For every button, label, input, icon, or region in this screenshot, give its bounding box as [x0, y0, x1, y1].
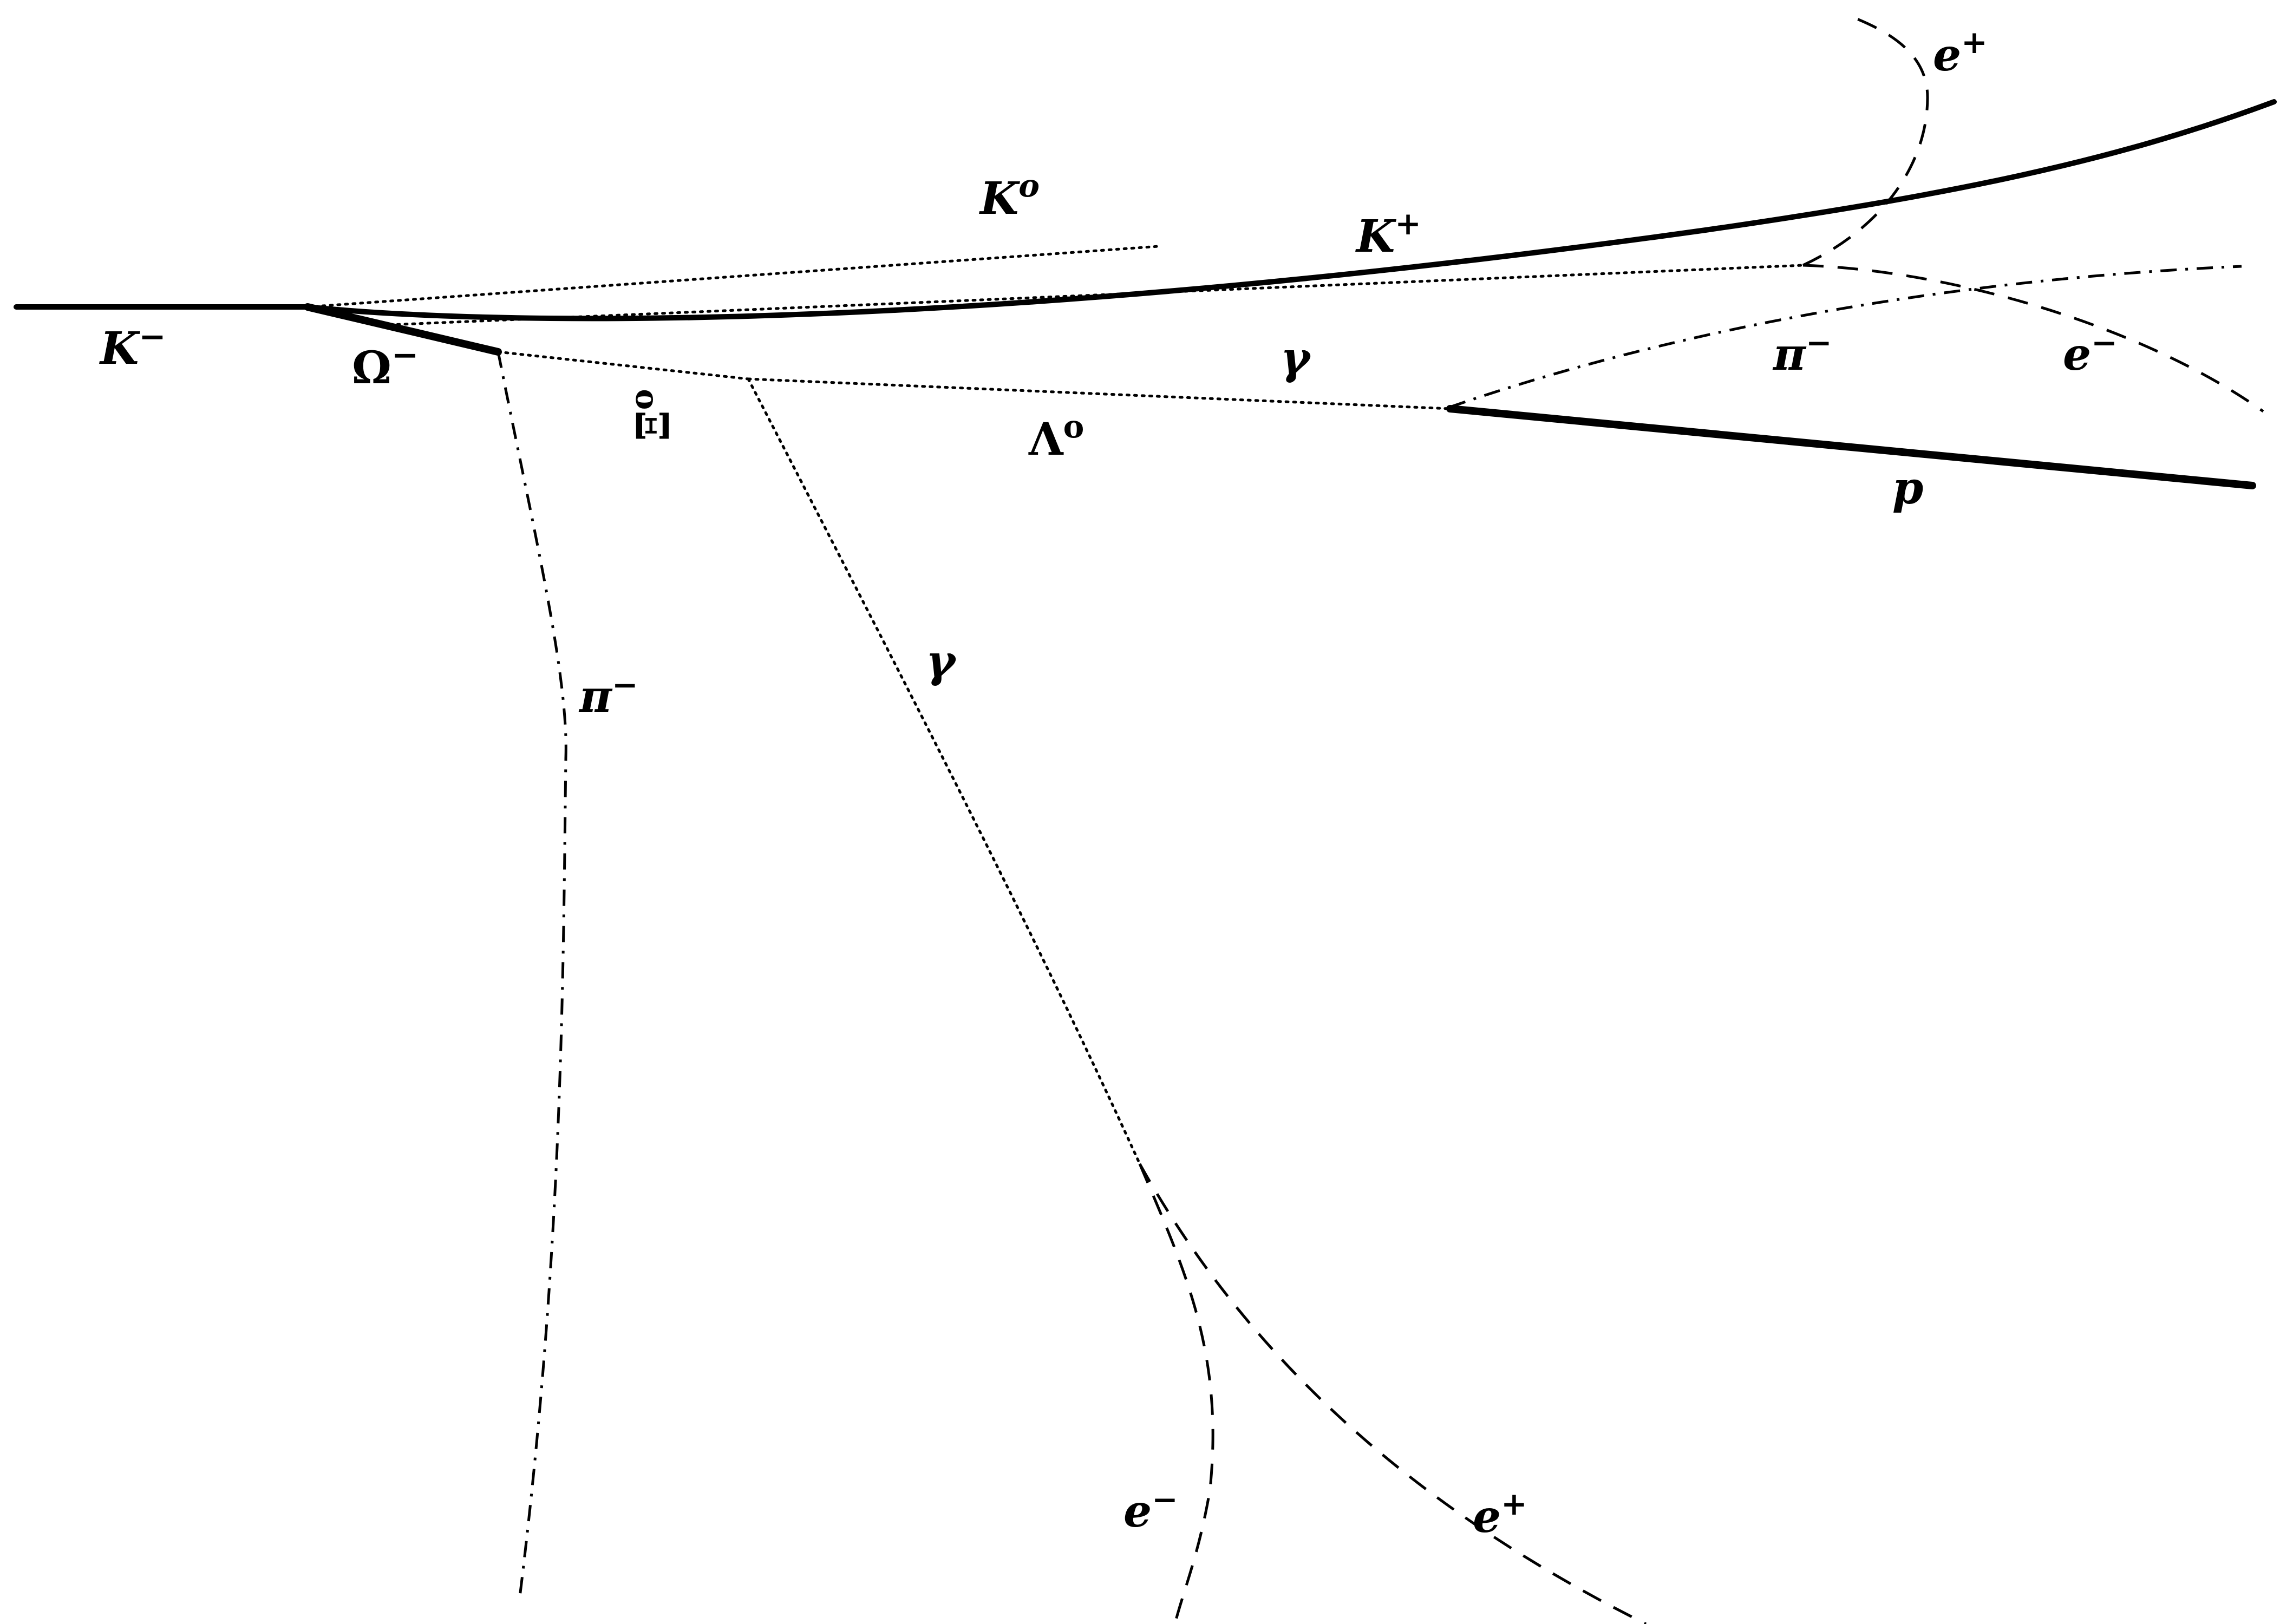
e-minus-right-track	[1802, 264, 2264, 413]
label-omega-minus: Ω−	[352, 336, 419, 394]
label-pi-minus-right: π−	[1772, 324, 1832, 381]
label-gamma-upper: γ	[1281, 332, 1312, 384]
e-plus-top-track	[1802, 17, 1929, 267]
pi-minus-lower-track	[497, 351, 567, 1597]
label-e-minus-right: e−	[2063, 324, 2118, 381]
label-e-plus-bottom: e+	[1473, 1485, 1527, 1543]
label-k-plus: K+	[1355, 205, 1421, 263]
e-minus-bottom-track	[1138, 1163, 1214, 1624]
omega-minus-track	[304, 303, 502, 356]
label-proton: p	[1892, 462, 1923, 514]
lambda-zero-track	[747, 377, 1452, 410]
label-k-minus: K−	[99, 318, 166, 375]
gamma-upper-track	[388, 264, 1805, 326]
label-k-zero: Ko	[979, 167, 1040, 225]
label-pi-minus-lower: π−	[578, 666, 638, 723]
e-plus-bottom-track	[1138, 1163, 1647, 1624]
gamma-lower-track	[747, 377, 1141, 1165]
label-e-plus-top: e+	[1933, 24, 1988, 81]
xi-zero-track	[497, 350, 750, 381]
proton-track	[1446, 405, 2256, 489]
label-gamma-lower: γ	[926, 636, 957, 687]
label-xi-zero: Ξo	[623, 389, 680, 441]
pi-minus-right-track	[1449, 265, 2242, 409]
label-e-minus-bottom: e−	[1123, 1481, 1178, 1537]
label-lambda-zero: Λo	[1028, 408, 1084, 466]
k-zero-track	[306, 245, 1160, 309]
